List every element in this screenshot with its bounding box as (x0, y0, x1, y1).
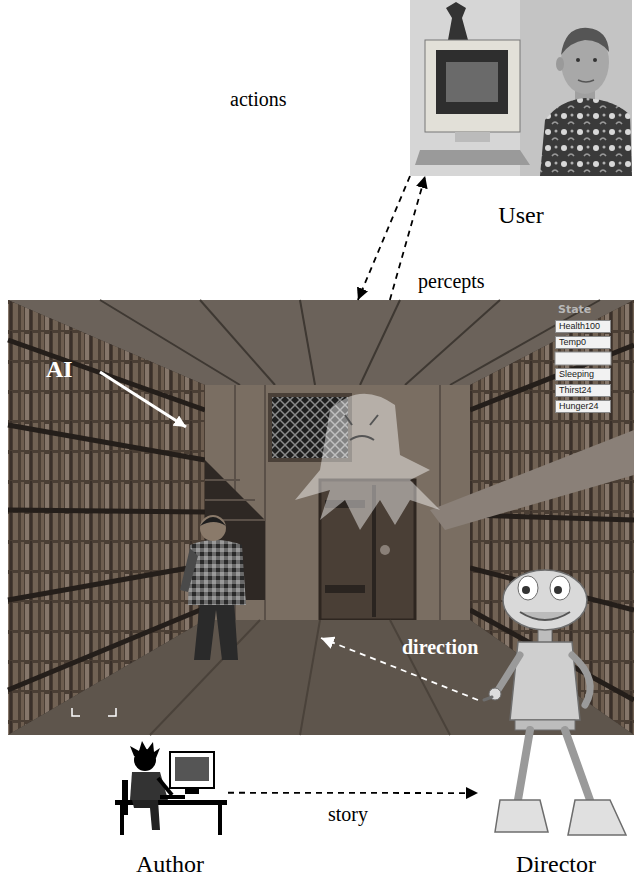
hud-title: State (558, 303, 591, 316)
game-screenshot-part-part (439, 385, 441, 620)
node-label: User (498, 202, 543, 230)
game-screenshot-part-part (390, 620, 450, 735)
hud-field: Sleeping (555, 368, 611, 381)
director-box: Director (478, 555, 634, 845)
game-screenshot-part-part (200, 300, 275, 385)
game-screenshot-part (235, 385, 440, 620)
director-robot-part (520, 612, 570, 620)
game-screenshot-part-part (8, 510, 205, 512)
game-screenshot-part-part (470, 345, 634, 410)
game-screenshot-part (188, 540, 246, 605)
game-screenshot-part-part (300, 620, 320, 735)
game-screenshot-part-part (470, 515, 634, 520)
user-photo-part (425, 40, 520, 132)
author-icon-part (132, 800, 160, 830)
author-icon-box: Author (112, 735, 228, 840)
director-robot-part (522, 586, 530, 594)
hud-field: Hunger24 (555, 400, 611, 413)
game-screenshot-part (325, 585, 365, 593)
game-screenshot-part-part (8, 425, 205, 460)
edge-label: direction (402, 636, 478, 659)
dashed-arrow (358, 176, 410, 300)
game-screenshot-part (200, 515, 226, 541)
edge-label: percepts (418, 270, 485, 293)
game-screen: StateHealth100Temp0SleepingThirst24Hunge… (8, 300, 634, 735)
user-photo-part (410, 0, 632, 176)
user-photo-part (540, 98, 632, 176)
game-screenshot-part (72, 708, 116, 716)
dashed-arrow (228, 792, 478, 794)
author-icon-part (130, 741, 160, 758)
node-label: Author (136, 851, 204, 879)
game-screenshot-part (100, 372, 186, 427)
author-icon-part (158, 778, 172, 795)
director-robot-part (484, 697, 492, 700)
author-icon-part (185, 788, 199, 794)
game-screenshot-part (200, 517, 226, 526)
user-photo-part (446, 2, 468, 40)
director-robot-part (554, 586, 562, 594)
director-robot-part (503, 570, 587, 630)
author-icon (115, 741, 227, 835)
game-screenshot-part-part (300, 300, 315, 385)
game-screenshot-part-part (205, 499, 255, 501)
edge-label: actions (230, 88, 287, 111)
game-screenshot-part (555, 352, 611, 365)
game-screenshot-part (345, 415, 378, 440)
game-screenshot-part-part (405, 300, 500, 385)
game-screenshot-part (380, 545, 390, 555)
edge-label: story (328, 803, 368, 826)
user-photo-part (455, 132, 490, 142)
user-photo-part (556, 57, 564, 71)
user-photo-part (520, 0, 632, 176)
game-screenshot (8, 300, 634, 735)
director-robot-part (495, 800, 548, 832)
user-photo-part (561, 28, 609, 55)
hud-field: Health100 (555, 320, 611, 333)
dashed-arrow (321, 638, 478, 700)
game-screenshot-part-part (8, 565, 205, 600)
director-robot-part (550, 576, 570, 600)
user-photo-part (593, 58, 597, 62)
game-screenshot-part (205, 385, 470, 620)
author-icon-part (115, 800, 227, 805)
game-screenshot-part (150, 620, 450, 735)
game-screenshot-part (180, 548, 198, 592)
author-icon-part (170, 752, 214, 788)
game-screenshot-part (8, 620, 634, 735)
dashed-arrow (390, 176, 425, 300)
user-photo-part (415, 150, 530, 165)
author-icon-part (218, 805, 222, 835)
game-screenshot-part (205, 480, 265, 520)
game-screenshot-part-part (205, 479, 240, 481)
callout-label: AI (46, 356, 73, 384)
author-icon-part (122, 780, 128, 815)
game-screenshot-part (295, 394, 440, 530)
user-photo-part (436, 50, 508, 114)
game-screenshot-part-part (360, 300, 400, 385)
director-robot-part (498, 655, 520, 690)
node-label: Director (516, 851, 596, 879)
user-photo-box: User (410, 2, 632, 176)
director-robot (484, 570, 626, 835)
director-robot-part (568, 800, 626, 835)
director-robot-part (572, 655, 590, 705)
game-screenshot-part (194, 600, 238, 660)
game-screenshot-part (430, 430, 634, 530)
director-robot-part (518, 730, 530, 800)
user-photo-part (446, 62, 498, 102)
hud-field: Thirst24 (555, 384, 611, 397)
author-icon-part (160, 795, 185, 799)
director-robot-part (518, 576, 538, 600)
hud-field: Temp0 (555, 336, 611, 349)
user-photo (410, 0, 632, 176)
director-robot-part (565, 730, 590, 800)
user-photo-part (576, 58, 580, 62)
game-screenshot-part (8, 300, 634, 735)
user-photo-part (578, 80, 594, 82)
author-icon-part (175, 757, 209, 781)
